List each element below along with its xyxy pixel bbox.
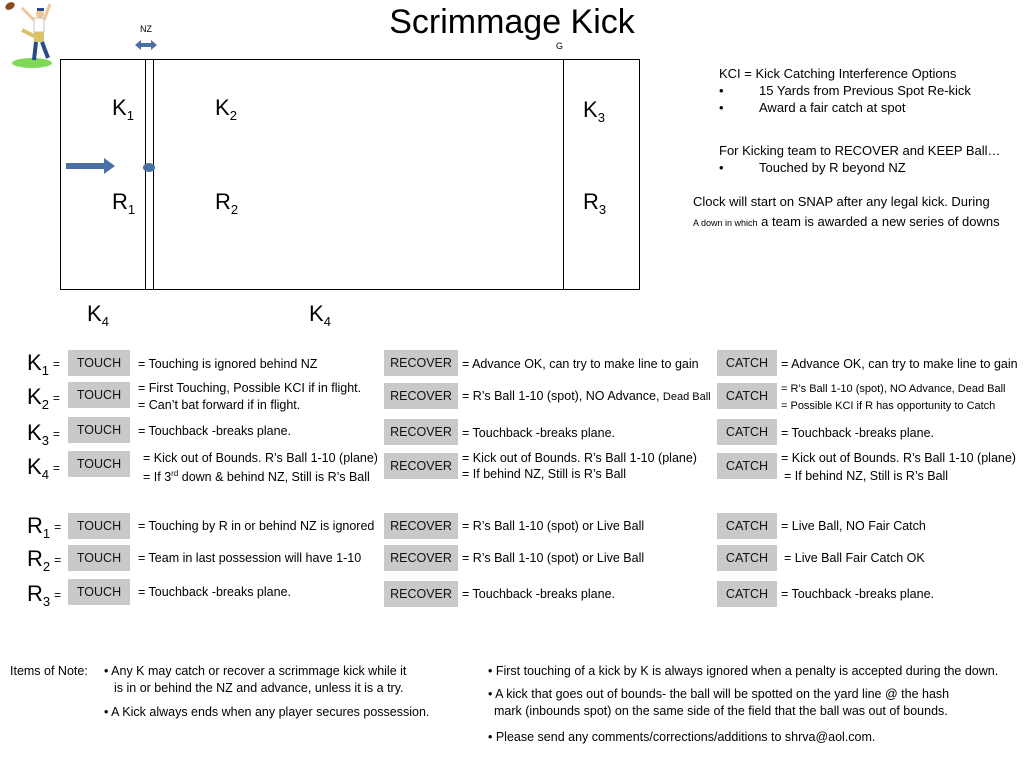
touch-desc-k4-line-1: = Kick out of Bounds. R’s Ball 1-10 (pla… (143, 451, 378, 465)
kick-direction-arrow-icon (66, 157, 116, 180)
catch-button-r1[interactable]: CATCH (717, 513, 777, 539)
row-label-k1: K1= (27, 350, 60, 379)
clock-note-line-2: A down in which a team is awarded a new … (693, 214, 1000, 229)
recover-desc-k1: = Advance OK, can try to make line to ga… (462, 357, 699, 371)
recover-button-r3[interactable]: RECOVER (384, 581, 458, 607)
recover-button-r2[interactable]: RECOVER (384, 545, 458, 571)
catch-desc-k3: = Touchback -breaks plane. (781, 426, 934, 440)
touch-desc-k4-line-2: = If 3rd down & behind NZ, Still is R’s … (143, 469, 370, 485)
recover-desc-r3: = Touchback -breaks plane. (462, 587, 615, 601)
recover-button-k1[interactable]: RECOVER (384, 350, 458, 376)
kci-title: KCI = Kick Catching Interference Options (719, 66, 957, 81)
note-left-2: is in or behind the NZ and advance, unle… (114, 681, 404, 695)
nz-line-left (145, 59, 146, 290)
touch-button-k3[interactable]: TOUCH (68, 417, 130, 443)
touch-desc-r2: = Team in last possession will have 1-10 (138, 551, 362, 565)
catch-button-k2[interactable]: CATCH (717, 383, 777, 409)
recover-button-r1[interactable]: RECOVER (384, 513, 458, 539)
recover-desc-k2: = R’s Ball 1-10 (spot), NO Advance, Dead… (462, 389, 711, 403)
recover-title: For Kicking team to RECOVER and KEEP Bal… (719, 143, 1001, 158)
note-right-1: • First touching of a kick by K is alway… (488, 664, 999, 678)
catch-button-r3[interactable]: CATCH (717, 581, 777, 607)
catch-desc-r3: = Touchback -breaks plane. (781, 587, 934, 601)
note-left-1: • Any K may catch or recover a scrimmage… (104, 664, 407, 678)
row-label-k4: K4= (27, 454, 60, 483)
position-r2: R2 (215, 189, 239, 218)
catch-desc-k4-line-2: = If behind NZ, Still is R’s Ball (784, 469, 949, 483)
touch-desc-k2-line-2: = Can’t bat forward if in flight. (138, 398, 301, 412)
notes-label: Items of Note: (10, 664, 88, 678)
touch-desc-r1: = Touching by R in or behind NZ is ignor… (138, 519, 375, 533)
note-left-3: • A Kick always ends when any player sec… (104, 705, 430, 719)
touch-desc-k3: = Touchback -breaks plane. (138, 424, 291, 438)
catch-desc-k2-line-2: = Possible KCI if R has opportunity to C… (781, 400, 996, 412)
kicker-illustration (4, 0, 56, 70)
recover-button-k4[interactable]: RECOVER (384, 453, 458, 479)
catch-desc-k1: = Advance OK, can try to make line to ga… (781, 357, 1018, 371)
kci-bullet-1: •15 Yards from Previous Spot Re-kick (719, 83, 971, 98)
catch-desc-k2-line-1: = R’s Ball 1-10 (spot), NO Advance, Dead… (781, 383, 1006, 395)
position-r1: R1 (112, 189, 136, 218)
touch-button-r2[interactable]: TOUCH (68, 545, 130, 571)
note-right-2: • A kick that goes out of bounds- the ba… (488, 687, 950, 701)
recover-bullet-1: •Touched by R beyond NZ (719, 160, 906, 175)
page-title: Scrimmage Kick (389, 3, 635, 41)
catch-desc-r1: = Live Ball, NO Fair Catch (781, 519, 926, 533)
catch-button-r2[interactable]: CATCH (717, 545, 777, 571)
catch-button-k1[interactable]: CATCH (717, 350, 777, 376)
recover-desc-r1: = R’s Ball 1-10 (spot) or Live Ball (462, 519, 645, 533)
position-k1: K1 (112, 95, 134, 124)
position-k4-right: K4 (309, 301, 331, 330)
ball-marker-icon (143, 163, 155, 172)
position-r3: R3 (583, 189, 607, 218)
position-k4-left: K4 (87, 301, 109, 330)
touch-button-k2[interactable]: TOUCH (68, 382, 130, 408)
note-right-4: • Please send any comments/corrections/a… (488, 730, 876, 744)
catch-button-k3[interactable]: CATCH (717, 419, 777, 445)
kci-bullet-2: •Award a fair catch at spot (719, 100, 906, 115)
row-label-k2: K2= (27, 384, 60, 413)
catch-desc-k4-line-1: = Kick out of Bounds. R’s Ball 1-10 (pla… (781, 451, 1016, 465)
position-k3: K3 (583, 97, 605, 126)
note-right-3: mark (inbounds spot) on the same side of… (494, 704, 948, 718)
clock-note-line-1: Clock will start on SNAP after any legal… (693, 194, 990, 209)
goal-label: G (556, 41, 564, 51)
recover-desc-k4-line-1: = Kick out of Bounds. R’s Ball 1-10 (pla… (462, 451, 697, 465)
row-label-r1: R1= (27, 513, 62, 542)
goal-line (563, 59, 564, 290)
row-label-k3: K3= (27, 420, 60, 449)
nz-double-arrow-icon (135, 38, 157, 56)
touch-desc-k1: = Touching is ignored behind NZ (138, 357, 318, 371)
touch-button-r1[interactable]: TOUCH (68, 513, 130, 539)
touch-button-r3[interactable]: TOUCH (68, 579, 130, 605)
recover-desc-k3: = Touchback -breaks plane. (462, 426, 615, 440)
touch-desc-k2-line-1: = First Touching, Possible KCI if in fli… (138, 381, 362, 395)
recover-desc-r2: = R’s Ball 1-10 (spot) or Live Ball (462, 551, 645, 565)
catch-button-k4[interactable]: CATCH (717, 453, 777, 479)
touch-button-k4[interactable]: TOUCH (68, 451, 130, 477)
touch-desc-r3: = Touchback -breaks plane. (138, 585, 291, 599)
recover-button-k3[interactable]: RECOVER (384, 419, 458, 445)
recover-button-k2[interactable]: RECOVER (384, 383, 458, 409)
nz-label: NZ (140, 24, 152, 34)
row-label-r2: R2= (27, 546, 62, 575)
touch-button-k1[interactable]: TOUCH (68, 350, 130, 376)
catch-desc-r2: = Live Ball Fair Catch OK (784, 551, 925, 565)
nz-line-right (153, 59, 154, 290)
row-label-r3: R3= (27, 581, 62, 610)
recover-desc-k4-line-2: = If behind NZ, Still is R’s Ball (462, 467, 627, 481)
position-k2: K2 (215, 95, 237, 124)
field-diagram (60, 59, 640, 290)
